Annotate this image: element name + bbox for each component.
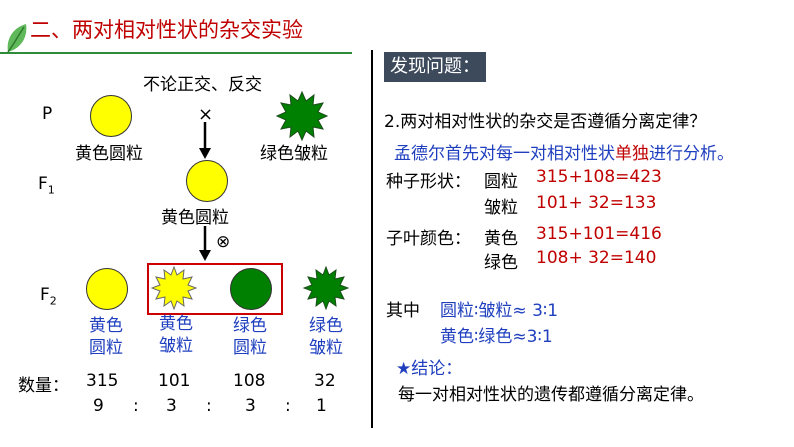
f1-phenotype: 黄色圆粒 (161, 208, 229, 228)
yellow-calc: 315+101=416 (536, 224, 662, 244)
green-label: 绿色 (484, 253, 518, 273)
section-label: 发现问题： (384, 52, 486, 82)
cross-note: 不论正交、反交 (143, 75, 262, 95)
wrinkled-calc: 101+ 32=133 (536, 193, 657, 213)
title-underline (0, 52, 352, 54)
ratio-colon: : (206, 396, 212, 416)
round-label: 圆粒 (484, 172, 518, 192)
leaf-icon (7, 24, 27, 53)
p1-phenotype: 黄色圆粒 (75, 144, 143, 164)
f2-phenotype-label: 黄色圆粒 (89, 316, 123, 358)
yellow-label: 黄色 (484, 229, 518, 249)
f2-phenotype-label: 绿色皱粒 (309, 316, 343, 358)
f2-green-wrinkled-pea-icon (303, 265, 349, 311)
f2-phenotype-label: 绿色圆粒 (233, 316, 267, 358)
p-generation-label: P (42, 104, 53, 124)
arrow-down-icon (199, 122, 211, 159)
arrow-down-icon (199, 226, 211, 261)
count-value: 101 (158, 371, 191, 391)
seed-shape-label: 种子形状： (386, 172, 471, 192)
conclusion-text: 每一对相对性状的遗传都遵循分离定律。 (398, 385, 704, 405)
f1-generation-label: F1 (38, 174, 55, 197)
question-text: 2.两对相对性状的杂交是否遵循分离定律？ (384, 112, 707, 132)
among-label: 其中 (386, 301, 420, 321)
cotyledon-label: 子叶颜色： (386, 229, 471, 249)
page-title: 二、两对相对性状的杂交实验 (30, 18, 303, 42)
vertical-divider (371, 50, 373, 428)
f2-yellow-round-pea-icon (86, 268, 128, 310)
f2-phenotype-label: 黄色皱粒 (159, 314, 193, 356)
ratio-value: 3 (245, 396, 256, 416)
green-wrinkled-pea-icon (276, 90, 328, 142)
ratio-colon: : (133, 396, 139, 416)
self-cross-symbol: ⊗ (216, 232, 231, 252)
count-value: 315 (86, 371, 119, 391)
wrinkled-label: 皱粒 (484, 198, 518, 218)
count-value: 32 (314, 371, 336, 391)
highlight-box (147, 263, 283, 315)
shape-ratio: 圆粒∶皱粒≈ 3∶1 (440, 301, 559, 321)
ratio-value: 9 (93, 396, 104, 416)
green-calc: 108+ 32=140 (536, 248, 657, 268)
f2-generation-label: F2 (40, 285, 57, 308)
count-value: 108 (233, 371, 266, 391)
round-calc: 315+108=423 (536, 167, 662, 187)
yellow-round-pea-icon (90, 95, 132, 137)
f1-yellow-round-pea-icon (186, 160, 228, 202)
ratio-value: 3 (166, 396, 177, 416)
ratio-colon: : (285, 396, 291, 416)
p2-phenotype: 绿色皱粒 (260, 144, 328, 164)
analysis-intro: 孟德尔首先对每一对相对性状单独进行分析。 (394, 144, 734, 164)
count-label: 数量： (18, 376, 69, 396)
f2-green-round-pea-icon (230, 268, 272, 310)
conclusion-label: ★结论： (396, 359, 463, 379)
ratio-value: 1 (316, 396, 327, 416)
cross-symbol: × (198, 104, 214, 125)
f2-yellow-wrinkled-pea-icon (151, 265, 197, 311)
color-ratio: 黄色∶绿色≈3∶1 (440, 327, 553, 347)
